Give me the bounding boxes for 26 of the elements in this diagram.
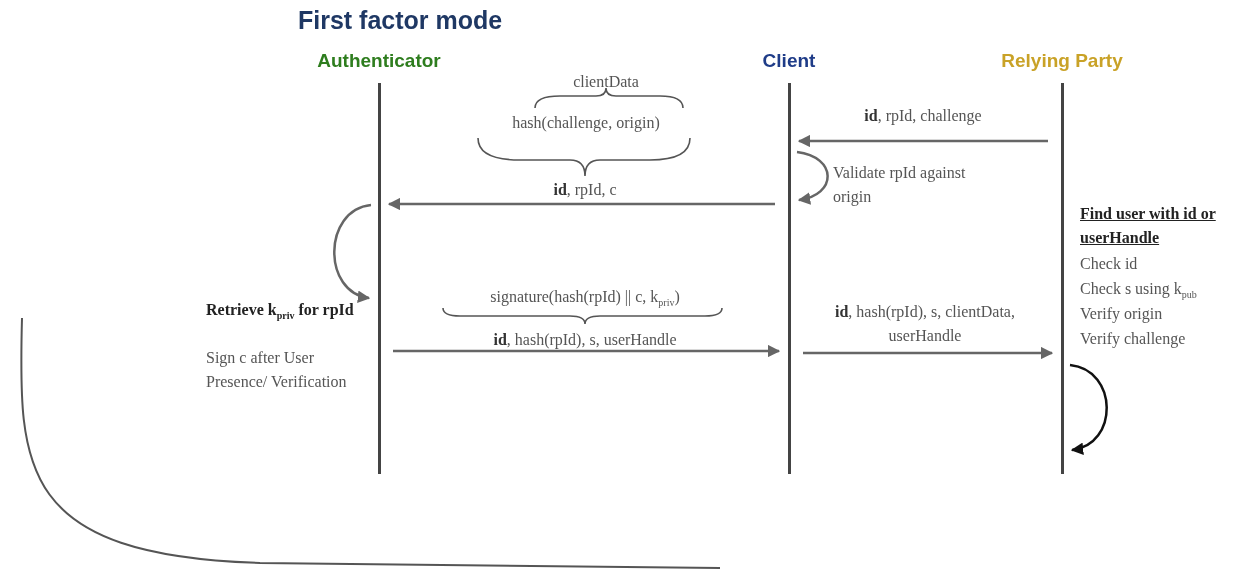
message-arrow: [387, 197, 775, 211]
self-loop-arrow: [1069, 363, 1108, 454]
self-loop-arrow: [796, 150, 829, 204]
edge-label: id, rpId, c: [553, 180, 617, 201]
participant-label: Authenticator: [317, 50, 441, 73]
self-loop-arrow: [333, 203, 372, 302]
step-text: Verify challenge: [1080, 329, 1186, 350]
step-text: Sign c after User Presence/ Verification: [206, 348, 348, 392]
participant-label: Relying Party: [1001, 50, 1123, 73]
diagram-title: First factor mode: [298, 6, 503, 35]
annotation-label: clientData: [573, 72, 639, 92]
step-text: Find user with id or userHandle: [1080, 204, 1217, 248]
step-text: Check id: [1080, 254, 1138, 274]
step-text: Verify origin: [1080, 304, 1163, 325]
edge-label: id, rpId, challenge: [864, 106, 982, 127]
message-arrow: [803, 346, 1054, 360]
annotation-label: hash(challenge, origin): [512, 113, 660, 134]
edge-label: Validate rpId against origin: [833, 163, 967, 208]
step-text: Check s using k$_{pub}$: [1080, 279, 1197, 301]
annotation-label: signature(hash(rpId) || c, k$_{priv}$): [490, 287, 680, 309]
edge-label: id, hash(rpId), s, clientData, userHandle: [834, 302, 1016, 346]
edge-label: id, hash(rpId), s, userHandle: [493, 330, 677, 351]
message-arrow: [797, 134, 1048, 148]
participant-label: Client: [762, 50, 816, 73]
step-text: Retrieve k$_{priv}$ for rpId: [206, 300, 355, 322]
message-arrow: [393, 344, 781, 358]
